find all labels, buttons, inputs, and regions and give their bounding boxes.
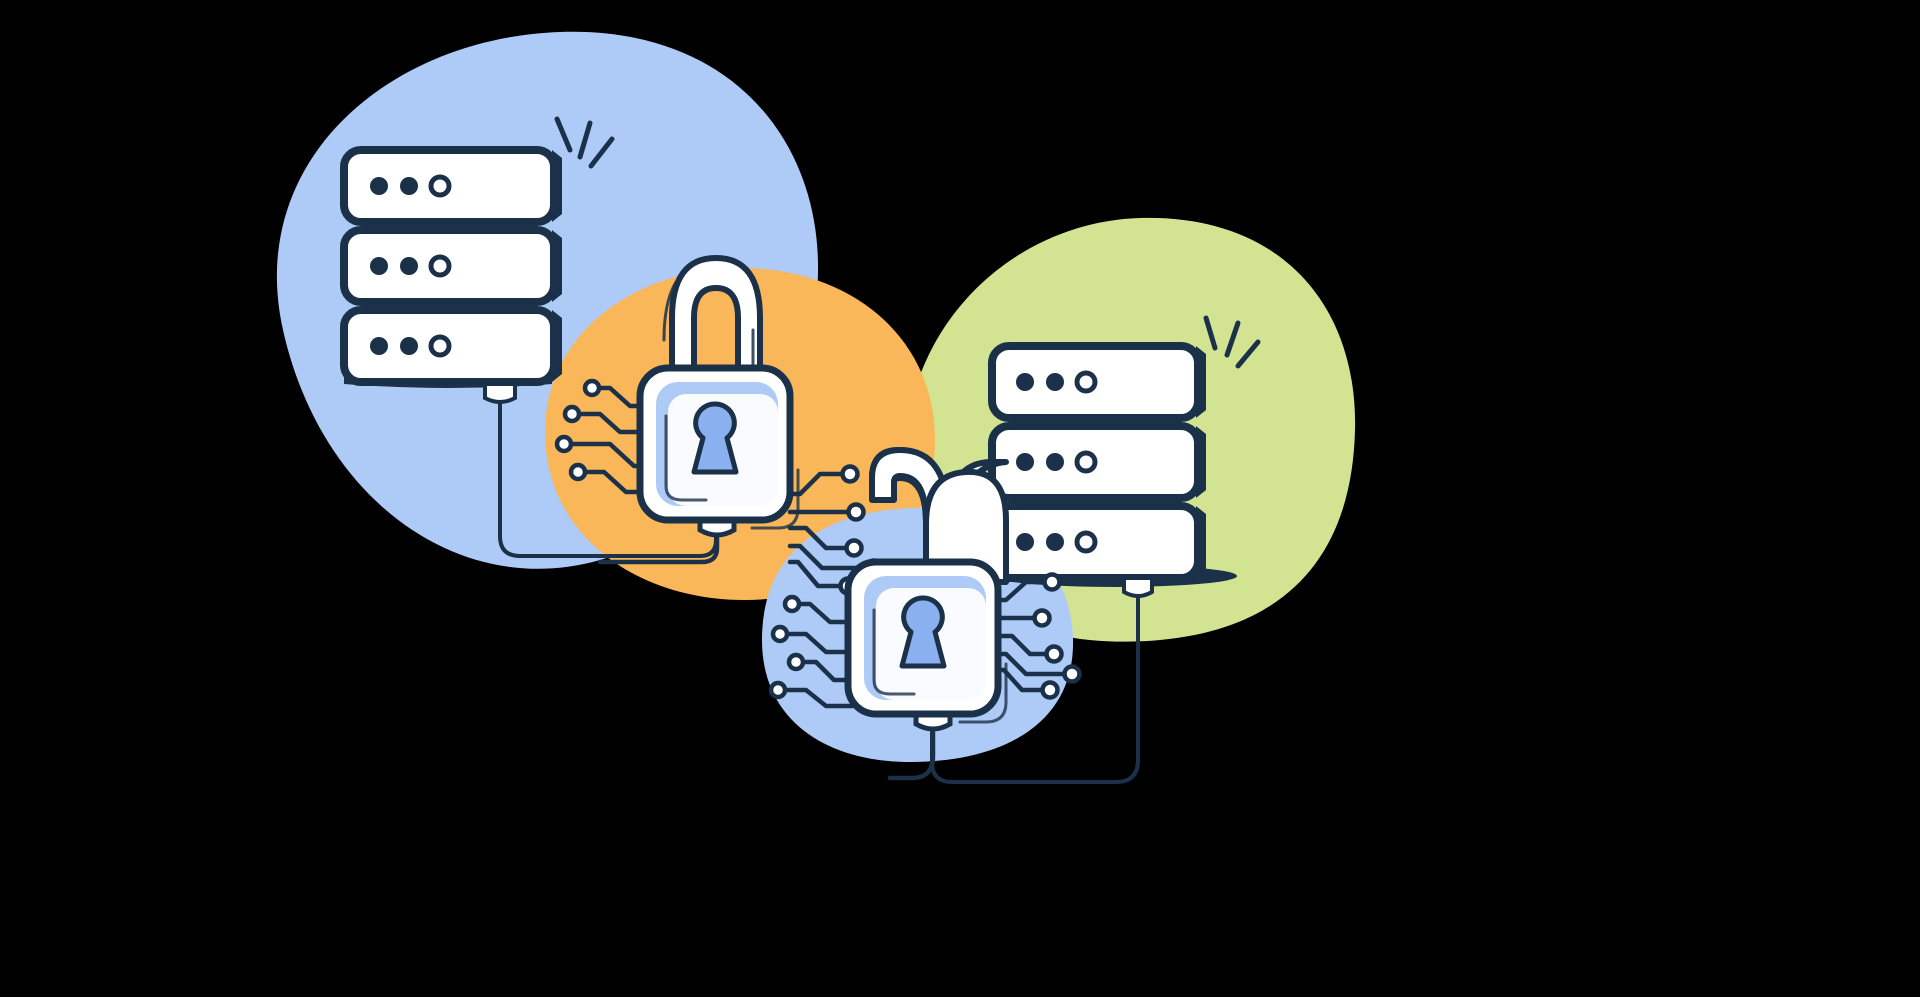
led-filled [1046, 533, 1064, 551]
led-hollow [1074, 450, 1098, 474]
padlock-open[interactable] [768, 447, 1082, 781]
padlock-body-open [844, 558, 1008, 724]
server-unit-bottom [988, 502, 1206, 582]
padlock-body-closed [636, 364, 800, 530]
led-hollow [428, 334, 452, 358]
server-unit-middle [340, 226, 562, 306]
server-plug-right [1122, 576, 1154, 598]
cable-right-server [930, 584, 1140, 784]
led-filled [1016, 533, 1034, 551]
led-filled [370, 177, 388, 195]
led-filled [1046, 373, 1064, 391]
led-hollow [428, 254, 452, 278]
server-stack-left[interactable] [340, 116, 615, 404]
led-filled [1046, 453, 1064, 471]
padlock-shackle-closed-icon [662, 255, 763, 383]
padlock-cable-closed [597, 535, 720, 565]
led-filled [400, 337, 418, 355]
led-filled [1016, 453, 1034, 471]
server-unit-top [340, 146, 562, 226]
led-hollow [1074, 370, 1098, 394]
keyhole-icon [691, 401, 739, 475]
keyhole-icon [899, 595, 947, 669]
led-filled [400, 257, 418, 275]
led-filled [370, 257, 388, 275]
spark-lines-icon [554, 116, 615, 169]
led-filled [1016, 373, 1034, 391]
server-unit-top [988, 342, 1206, 422]
led-hollow [428, 174, 452, 198]
spark-lines-icon [1203, 315, 1261, 369]
led-filled [370, 337, 388, 355]
padlock-cable-open [887, 729, 936, 781]
circuit-traces-left [768, 594, 855, 709]
led-hollow [1074, 530, 1098, 554]
server-unit-middle [988, 422, 1206, 502]
server-plug-left [483, 382, 517, 404]
led-filled [400, 177, 418, 195]
server-unit-bottom [340, 306, 562, 386]
